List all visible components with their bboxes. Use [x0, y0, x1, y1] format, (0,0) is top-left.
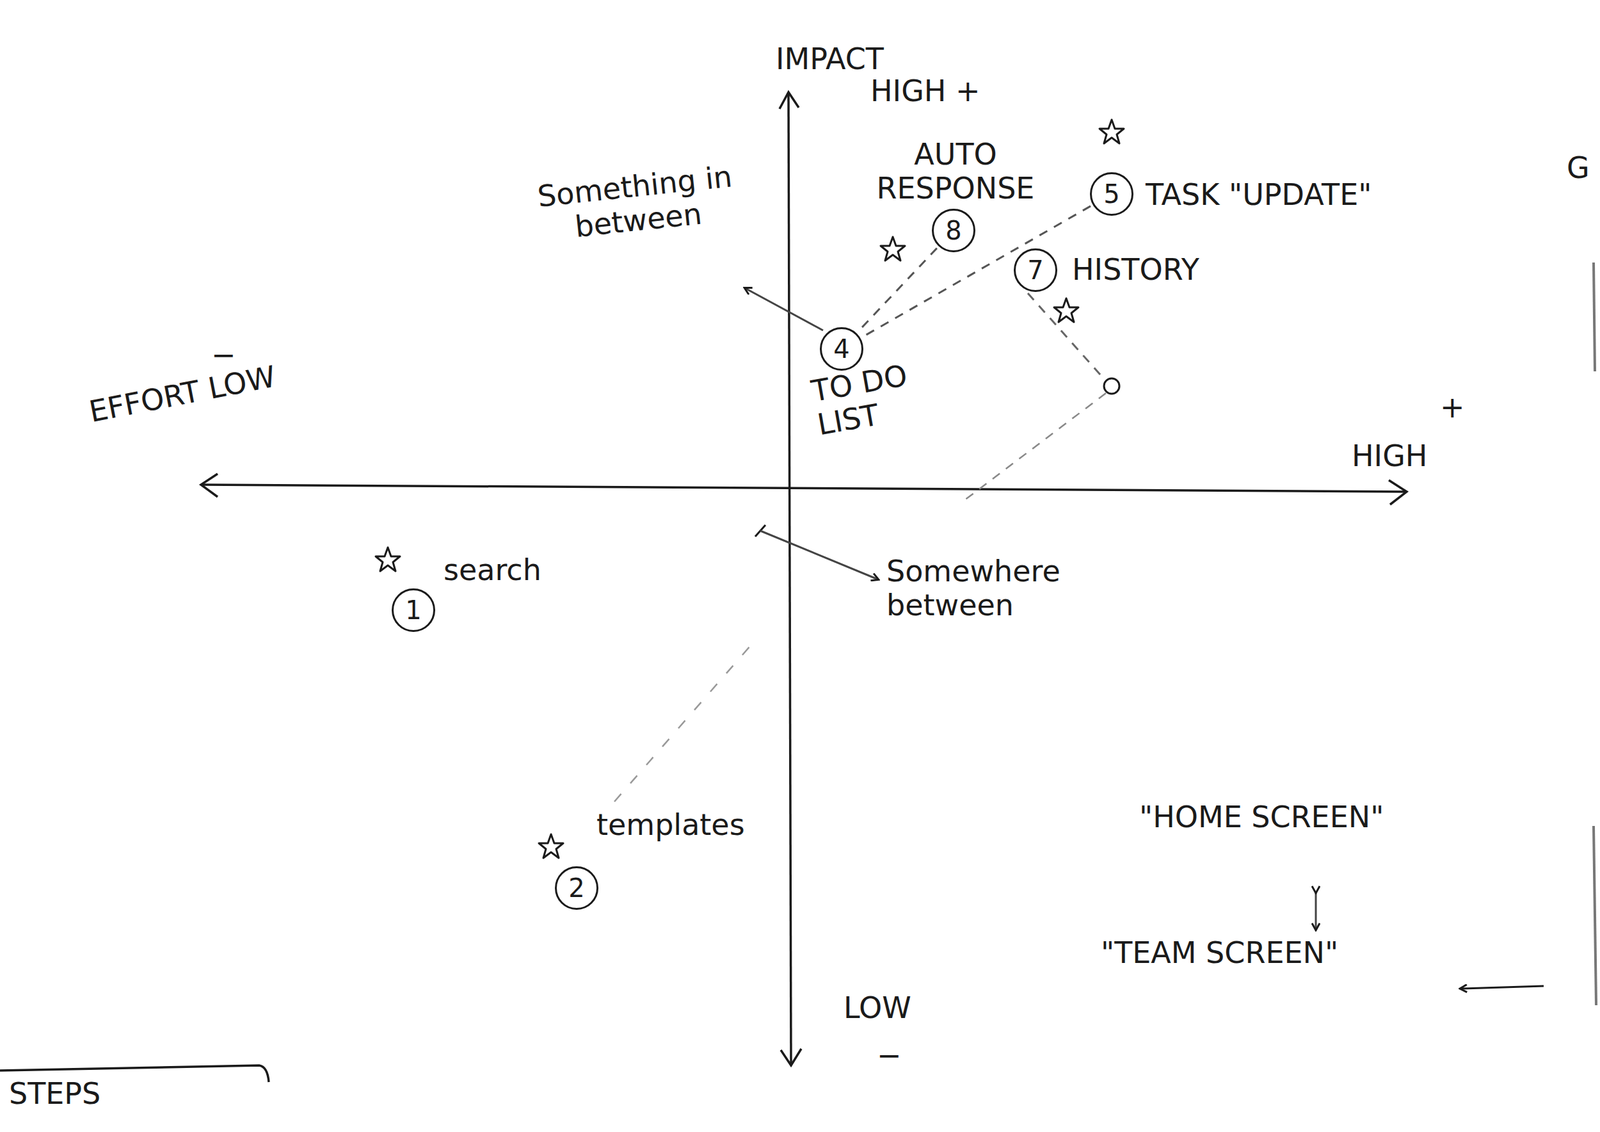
- leader-line: [760, 530, 879, 580]
- numbered-circle: 5TASK "UPDATE": [1089, 172, 1134, 216]
- dashed-connector: [858, 248, 937, 332]
- dashed-move: [961, 392, 1106, 503]
- sketch-label: LOW: [843, 990, 912, 1025]
- sketch-label: Something in between: [531, 159, 742, 249]
- item-label: AUTO RESPONSE: [869, 137, 1042, 206]
- sketch-label: HIGH: [1351, 439, 1428, 473]
- impact-axis-arrow: [779, 92, 799, 109]
- numbered-circle: 7HISTORY: [1013, 248, 1058, 292]
- callout-number: 8: [945, 217, 962, 244]
- callout-number: 2: [568, 874, 585, 901]
- numbered-circle: 2templates: [554, 865, 599, 910]
- star-mark: [1054, 298, 1079, 322]
- effort-axis-arrow-left: [200, 473, 218, 497]
- callout-number: 4: [833, 336, 850, 362]
- sketch-label: −: [876, 1038, 902, 1072]
- sketch-label: HIGH +: [870, 74, 981, 109]
- sketch-label: "HOME SCREEN": [1139, 800, 1460, 834]
- sketch-label: "TEAM SCREEN": [1100, 935, 1440, 970]
- callout-number: 5: [1103, 181, 1120, 207]
- item-label: TASK "UPDATE": [1145, 177, 1372, 212]
- star-mark: [880, 236, 905, 261]
- item-label: templates: [596, 807, 745, 842]
- sketch-label: Somewhere between: [886, 554, 1181, 623]
- sketch-label: G: [1566, 151, 1590, 185]
- dashed-move: [614, 640, 756, 802]
- small-circle: [1104, 378, 1120, 394]
- sketch-label: IMPACT: [775, 42, 884, 77]
- numbered-circle: AUTO RESPONSE8: [931, 208, 976, 253]
- effort-axis-arrow-right: [1388, 480, 1407, 505]
- star-mark: [538, 833, 564, 858]
- sketch-label: STEPS: [8, 1076, 101, 1111]
- item-label: HISTORY: [1072, 252, 1200, 287]
- item-label: search: [443, 552, 542, 587]
- callout-number: 1: [405, 597, 422, 623]
- impact-axis-arrow-bottom: [780, 1048, 802, 1065]
- sketch-label: EFFORT LOW: [86, 359, 279, 429]
- pointer-arrow: [1460, 985, 1544, 989]
- dashed-move: [1027, 293, 1106, 381]
- edge-mark: [1593, 825, 1597, 1005]
- item-label: TO DO LIST: [808, 355, 935, 442]
- edge-mark: [1593, 262, 1595, 372]
- double-arrow: [1315, 892, 1318, 930]
- numbered-circle: 1search: [391, 588, 436, 632]
- sketch-label: +: [1440, 390, 1465, 425]
- star-mark: [375, 547, 400, 571]
- star-mark: [1099, 119, 1124, 144]
- numbered-circle: 4TO DO LIST: [819, 327, 864, 371]
- dashed-connector: [862, 206, 1091, 337]
- callout-number: 7: [1027, 257, 1044, 283]
- effort-axis: [200, 484, 1406, 492]
- leader-line: [744, 288, 824, 331]
- impact-axis: [788, 93, 792, 1064]
